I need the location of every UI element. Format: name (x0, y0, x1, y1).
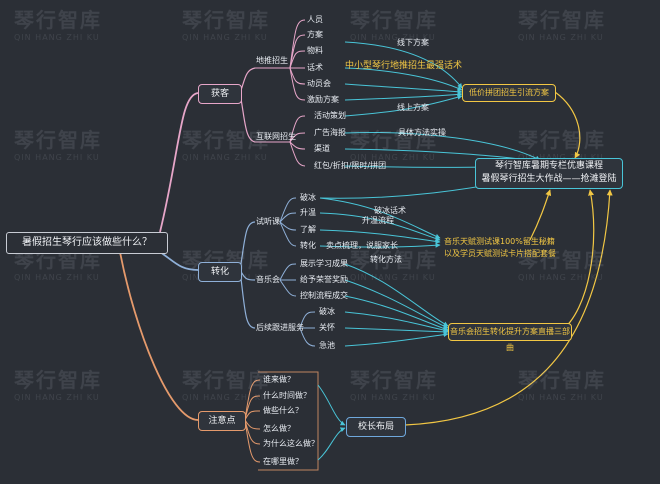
branch-line-convert (159, 251, 199, 271)
offline-item[interactable]: 激励方案 (307, 95, 339, 104)
notes-item[interactable]: 为什么这么做？ (263, 439, 319, 448)
principal-layout-box[interactable]: 校长布局 (346, 417, 406, 437)
notes-item[interactable]: 怎么做？ (263, 424, 295, 433)
concert-item[interactable]: 控制流程成交 (300, 291, 348, 300)
annotation-online-plan: 线上方案 (397, 103, 429, 112)
topic-offline[interactable]: 地推招生 (256, 56, 288, 65)
offline-item[interactable]: 动员会 (307, 79, 331, 88)
notes-item[interactable]: 谁来做？ (263, 375, 295, 384)
notes-item[interactable]: 什么时间做？ (263, 391, 311, 400)
branch-convert[interactable]: 转化 (198, 262, 242, 282)
notes-item[interactable]: 做些什么？ (263, 406, 303, 415)
annotation-warm-flow: 升温流程 (362, 216, 394, 225)
trial-item[interactable]: 了解 (300, 225, 316, 234)
notes-item[interactable]: 在哪里做？ (263, 457, 303, 466)
topic-trial[interactable]: 试听课 (256, 217, 280, 226)
branch-notes[interactable]: 注意点 (198, 411, 246, 431)
annotation-ice-speech: 破冰话术 (374, 206, 406, 215)
topic-online[interactable]: 互联网招生 (256, 132, 296, 141)
root-topic[interactable]: 暑假招生琴行应该做些什么？ (6, 232, 168, 254)
online-item[interactable]: 渠道 (314, 144, 330, 153)
offline-item[interactable]: 物料 (307, 46, 323, 55)
followup-item[interactable]: 破冰 (319, 307, 335, 316)
group-buy-box[interactable]: 低价拼团招生引流方案 (462, 84, 556, 102)
topic-followup[interactable]: 后续跟进服务 (256, 323, 304, 332)
branch-line-acquire (159, 92, 199, 233)
annotation-method: 具体方法实操 (398, 128, 446, 137)
center-promo-box[interactable]: 琴行智库暑期专栏优惠课程 暑假琴行招生大作战——抢滩登陆 (475, 158, 623, 189)
concert-plan-box[interactable]: 音乐会招生转化提升方案直播三部曲 (448, 323, 572, 352)
offline-item[interactable]: 话术 (307, 63, 323, 72)
concert-item[interactable]: 展示学习成果 (300, 259, 348, 268)
center-line-2: 暑假琴行招生大作战——抢滩登陆 (481, 174, 617, 184)
trial-item[interactable]: 破冰 (300, 193, 316, 202)
annotation-music-talent: 音乐天赋测试课100%留生秘籍 (444, 237, 555, 246)
followup-item[interactable]: 关怀 (319, 323, 335, 332)
trial-item[interactable]: 升温 (300, 208, 316, 217)
concert-item[interactable]: 给予荣誉奖励 (300, 275, 348, 284)
offline-item[interactable]: 方案 (307, 30, 323, 39)
annotation-small-shop: 中小型琴行地推招生最强话术 (345, 61, 463, 71)
center-line-1: 琴行智库暑期专栏优惠课程 (494, 161, 603, 171)
trial-item[interactable]: 转化 (300, 241, 316, 250)
online-item[interactable]: 广告海报 (314, 128, 346, 137)
annotation-offline-plan: 线下方案 (397, 38, 429, 47)
branch-line-notes (119, 251, 199, 421)
annotation-parent-trial: 以及学员天赋测试卡片搭配套餐 (444, 249, 556, 258)
annotation-convert-method: 转化方法 (370, 255, 402, 264)
followup-item[interactable]: 急池 (319, 341, 335, 350)
topic-concert[interactable]: 音乐会 (256, 275, 280, 284)
online-item[interactable]: 活动策划 (314, 111, 346, 120)
annotation-pain-point: 卖点梳理，说服家长 (326, 241, 398, 250)
branch-acquire[interactable]: 获客 (198, 84, 242, 104)
offline-item[interactable]: 人员 (307, 15, 323, 24)
online-item[interactable]: 红包/折扣/限时/拼团 (314, 161, 387, 170)
